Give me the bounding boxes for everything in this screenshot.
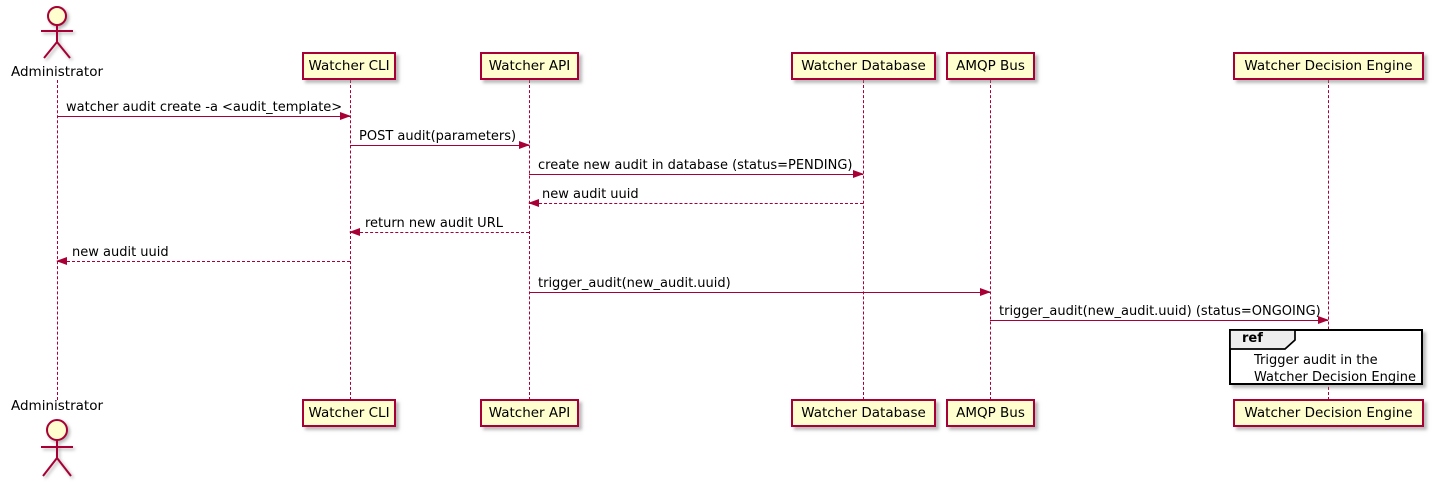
message-7: trigger_audit(new_audit.uuid) (529, 276, 991, 296)
message-4: new audit uuid (528, 187, 863, 207)
ref-keyword: ref (1242, 331, 1263, 346)
message-2: POST audit(parameters) (350, 129, 530, 149)
message-5: return new audit URL (349, 216, 529, 236)
lifeline-watcher-database (863, 80, 864, 400)
message-2-label: POST audit(parameters) (359, 129, 517, 144)
message-7-arrow (529, 287, 991, 296)
message-5-arrow (349, 227, 529, 236)
message-1-arrow (57, 111, 351, 120)
actor-figure-bottom-icon (41, 419, 73, 477)
participant-watcher-cli-top: Watcher CLI (302, 52, 396, 80)
participant-watcher-decision-engine-bottom: Watcher Decision Engine (1233, 399, 1424, 427)
participant-watcher-database-bottom: Watcher Database (791, 399, 936, 427)
message-1: watcher audit create -a <audit_template> (57, 100, 351, 120)
participant-amqp-bus-bottom: AMQP Bus (946, 399, 1035, 427)
ref-body-line-2: Watcher Decision Engine (1254, 370, 1416, 385)
actor-label-top: Administrator (10, 64, 104, 80)
message-6-arrow (56, 256, 350, 265)
lifeline-watcher-api (529, 80, 530, 400)
actor-figure-icon (41, 6, 73, 59)
message-4-arrow (528, 198, 863, 207)
message-8-arrow (990, 315, 1329, 324)
participant-watcher-decision-engine-top: Watcher Decision Engine (1233, 52, 1424, 80)
message-8-label: trigger_audit(new_audit.uuid) (status=ON… (999, 304, 1321, 319)
message-6: new audit uuid (56, 245, 350, 265)
ref-tag-pentagon-icon (1229, 329, 1296, 350)
message-8: trigger_audit(new_audit.uuid) (status=ON… (990, 304, 1329, 324)
actor-label-bottom: Administrator (10, 398, 104, 414)
lifeline-watcher-decision-engine (1328, 80, 1329, 400)
message-1-label: watcher audit create -a <audit_template> (66, 100, 343, 115)
message-5-label: return new audit URL (365, 216, 503, 231)
participant-amqp-bus-top: AMQP Bus (946, 52, 1035, 80)
message-3-label: create new audit in database (status=PEN… (538, 158, 853, 173)
message-3-arrow (529, 169, 864, 178)
message-4-label: new audit uuid (542, 187, 639, 202)
ref-body-line-1: Trigger audit in the (1254, 353, 1378, 368)
lifeline-watcher-cli (350, 80, 351, 400)
message-6-label: new audit uuid (72, 245, 169, 260)
lifeline-administrator (57, 80, 58, 400)
message-7-label: trigger_audit(new_audit.uuid) (538, 276, 731, 291)
lifeline-amqp-bus (990, 80, 991, 400)
ref-body-text: Trigger audit in the Watcher Decision En… (1254, 352, 1416, 386)
participant-watcher-api-bottom: Watcher API (480, 399, 579, 427)
participant-watcher-database-top: Watcher Database (791, 52, 936, 80)
participant-watcher-cli-bottom: Watcher CLI (302, 399, 396, 427)
participant-watcher-api-top: Watcher API (480, 52, 579, 80)
ref-fragment: ref Trigger audit in the Watcher Decisio… (1229, 329, 1423, 385)
message-3: create new audit in database (status=PEN… (529, 158, 864, 178)
message-2-arrow (350, 140, 530, 149)
